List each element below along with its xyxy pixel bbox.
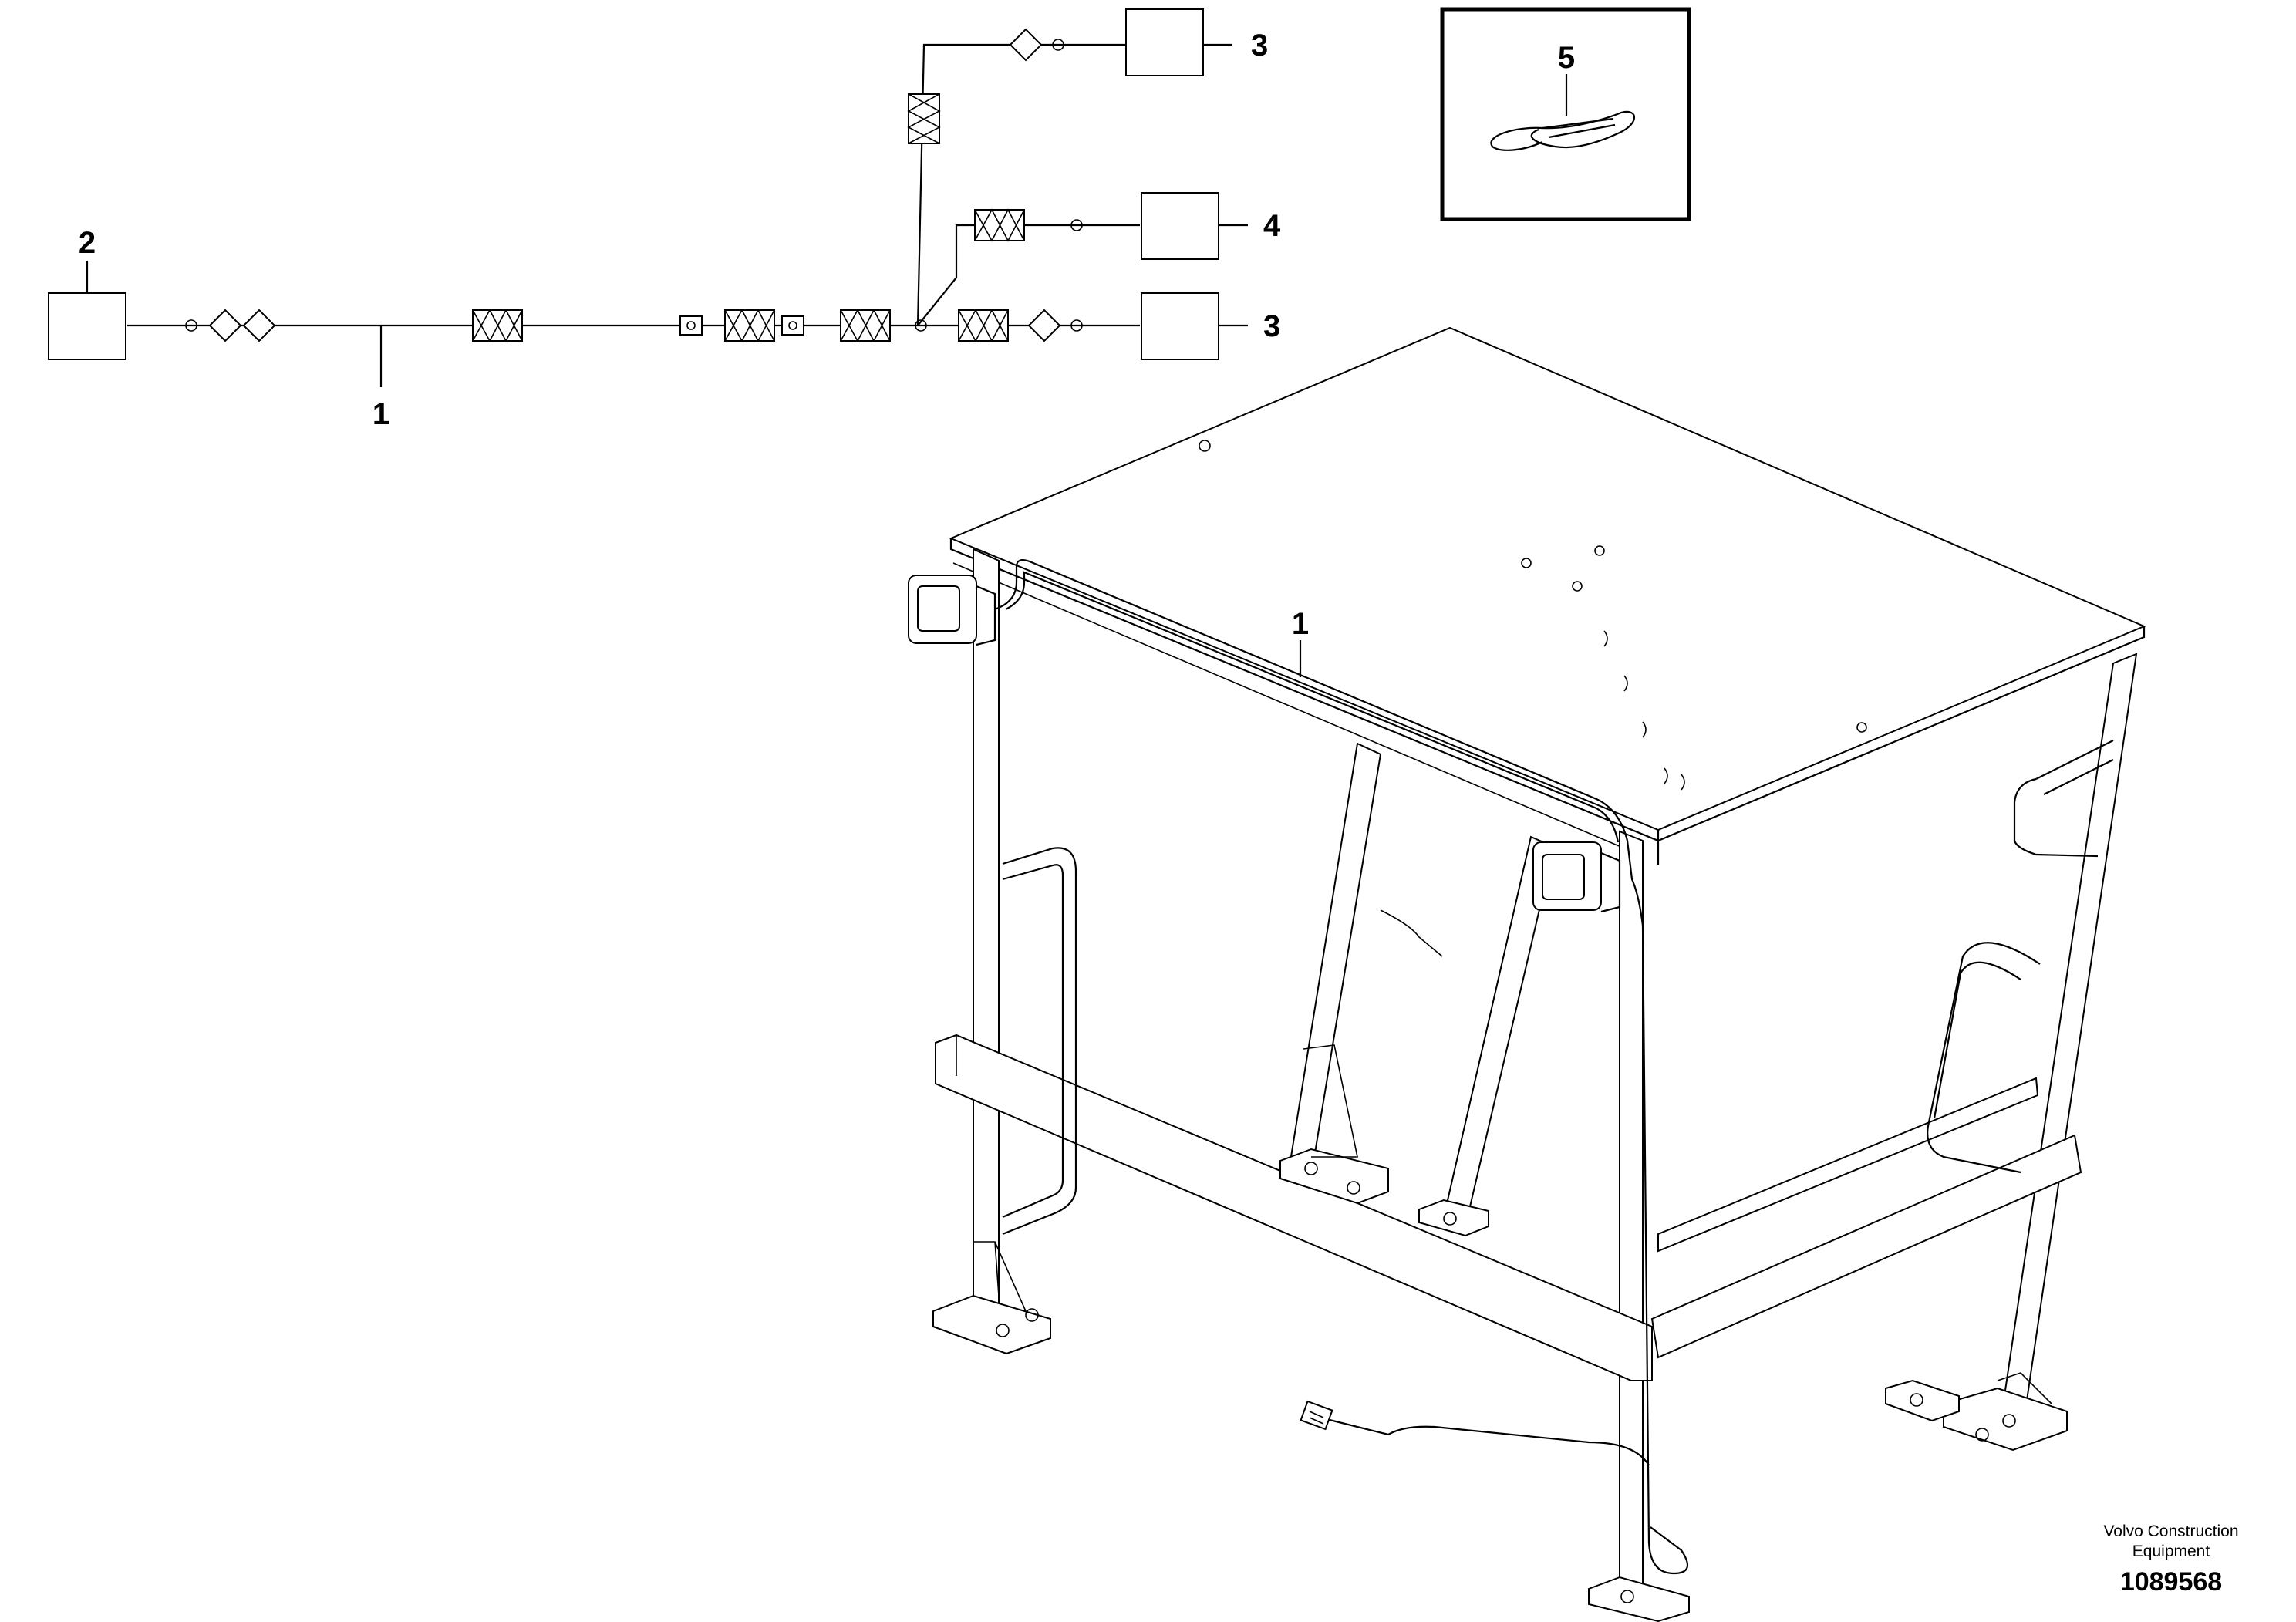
harness-schematic: 2 1 3 4 3 <box>48 8 1281 431</box>
callout-harness-schematic: 1 <box>373 397 389 431</box>
callout-control-unit: 2 <box>79 226 96 260</box>
callout-lower-lamp: 3 <box>1263 309 1280 343</box>
manufacturer-line2: Equipment <box>2132 1543 2210 1560</box>
callout-cable-tie: 5 <box>1558 41 1575 75</box>
cable-tie-inset: 5 <box>1440 7 1691 221</box>
drawing-number: 1089568 <box>2120 1567 2222 1597</box>
middle-lamp-box <box>1141 192 1219 260</box>
cab-structure <box>932 326 2146 1622</box>
callout-middle-lamp: 4 <box>1263 209 1281 243</box>
upper-lamp-box <box>1125 8 1204 76</box>
connector-icon <box>1300 1400 1333 1431</box>
callout-upper-lamp: 3 <box>1251 29 1268 62</box>
connector-icon <box>208 28 1061 342</box>
harness-routing <box>994 559 1689 1575</box>
manufacturer-line1: Volvo Construction <box>2103 1523 2238 1540</box>
callout-harness-on-cab: 1 <box>1292 607 1309 641</box>
work-lamp-icon <box>908 575 996 646</box>
lower-lamp-box <box>1141 292 1219 360</box>
cable-tie-icon <box>1490 110 1635 151</box>
control-unit-box <box>48 292 126 360</box>
work-lamp-icon <box>1532 841 1621 913</box>
